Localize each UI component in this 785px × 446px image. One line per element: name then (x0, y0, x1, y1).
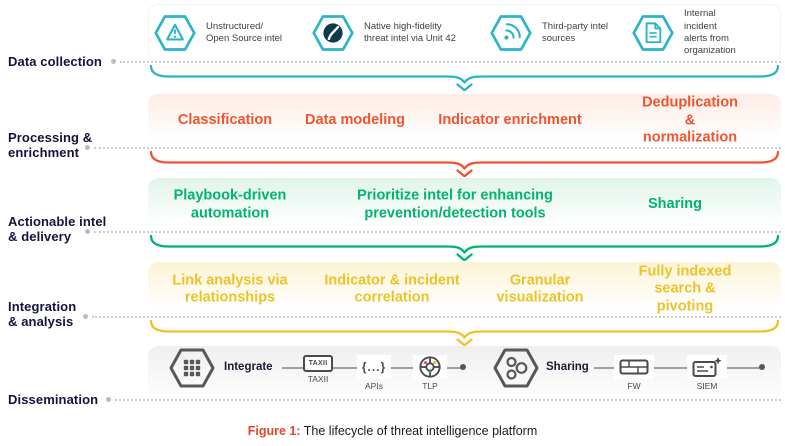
siem-dashboard-icon (687, 355, 727, 379)
processing-band: Classification Data modeling Indicator e… (148, 94, 781, 148)
flow-brace-orange (149, 151, 780, 177)
source-label: Third-party intel sources (542, 20, 608, 44)
processing-item: Deduplication & normalization (642, 94, 738, 146)
channel-label: APIs (365, 381, 383, 391)
leader-dot (85, 145, 90, 150)
sharing-label: Sharing (546, 361, 589, 373)
channel-apis: {...} APIs (342, 355, 406, 391)
actionable-item: Sharing (648, 196, 702, 213)
figure-caption-text: The lifecycle of threat intelligence pla… (303, 424, 538, 438)
warning-triangle-icon (154, 15, 196, 51)
leader-line (94, 147, 781, 149)
actionable-item: Prioritize intel for enhancing preventio… (357, 187, 553, 221)
channel-fw: FW (602, 355, 666, 391)
code-braces-icon: {...} (356, 355, 392, 379)
leader-dot (85, 229, 90, 234)
channel-taxii: TAXII TAXII (286, 355, 350, 384)
flow-brace-teal (149, 65, 780, 91)
line-end-dot (759, 364, 765, 370)
figure-caption: Figure 1: The lifecycle of threat intell… (0, 424, 785, 438)
integration-item: Link analysis via relationships (172, 271, 288, 306)
processing-item: Data modeling (305, 112, 405, 129)
flow-brace-green (149, 235, 780, 261)
sharing-hexagon-icon (492, 347, 540, 394)
integration-band: Link analysis via relationships Indicato… (148, 262, 781, 317)
taxii-icon-text: TAXII (308, 360, 328, 367)
source-label: Internal incident alerts from organizati… (684, 8, 736, 57)
sonar-icon (490, 15, 532, 51)
firewall-icon (614, 355, 654, 379)
source-unit42: Native high-fidelity threat intel via Un… (311, 5, 470, 61)
incident-report-icon (632, 15, 674, 51)
stage-label-dissemination: Dissemination (8, 392, 99, 407)
flow-brace-yellow (149, 320, 780, 346)
sharing-line (594, 367, 762, 369)
dissemination-band: Integrate TAXII TAXII {...} APIs (148, 346, 781, 400)
channel-label: TAXII (307, 374, 329, 384)
channel-label: FW (627, 381, 641, 391)
processing-item: Indicator enrichment (438, 112, 582, 129)
unit42-circle-icon (312, 15, 354, 51)
integrate-hexagon-icon (168, 347, 216, 394)
tlp-wheel-icon (413, 355, 447, 379)
source-label: Native high-fidelity threat intel via Un… (364, 20, 456, 44)
channel-tlp: TLP (398, 355, 462, 391)
integration-item: Indicator & incident correlation (324, 271, 460, 306)
leader-line (94, 231, 781, 233)
figure-caption-prefix: Figure 1: (247, 424, 301, 438)
actionable-band: Playbook-driven automation Prioritize in… (148, 178, 781, 232)
source-label: Unstructured/ Open Source intel (206, 20, 283, 44)
integrate-label: Integrate (224, 361, 273, 373)
stage-label-integration: Integration & analysis (8, 299, 77, 330)
leader-dot (106, 397, 111, 402)
stage-label-actionable: Actionable intel & delivery (8, 214, 107, 245)
processing-item: Classification (177, 112, 273, 129)
line-end-dot (460, 364, 466, 370)
source-internal: Internal incident alerts from organizati… (631, 5, 764, 61)
channel-label: TLP (422, 381, 438, 391)
leader-line (115, 399, 781, 401)
data-collection-band: Unstructured/ Open Source intel Native h… (148, 4, 781, 62)
leader-dot (111, 59, 116, 64)
stage-label-processing: Processing & enrichment (8, 130, 93, 161)
source-unstructured: Unstructured/ Open Source intel (153, 5, 304, 61)
integration-item: Fully indexed search & pivoting (638, 262, 732, 315)
stage-label-data-collection: Data collection (8, 54, 102, 69)
leader-line (120, 61, 781, 63)
integration-item: Granular visualization (496, 271, 584, 306)
actionable-item: Playbook-driven automation (173, 187, 287, 221)
apis-glyph: {...} (361, 360, 387, 374)
channel-label: SIEM (696, 381, 718, 391)
channel-siem: SIEM (675, 355, 739, 391)
leader-line (92, 316, 781, 318)
leader-dot (83, 314, 88, 319)
source-third-party: Third-party intel sources (489, 5, 630, 61)
taxii-icon: TAXII (302, 355, 334, 372)
